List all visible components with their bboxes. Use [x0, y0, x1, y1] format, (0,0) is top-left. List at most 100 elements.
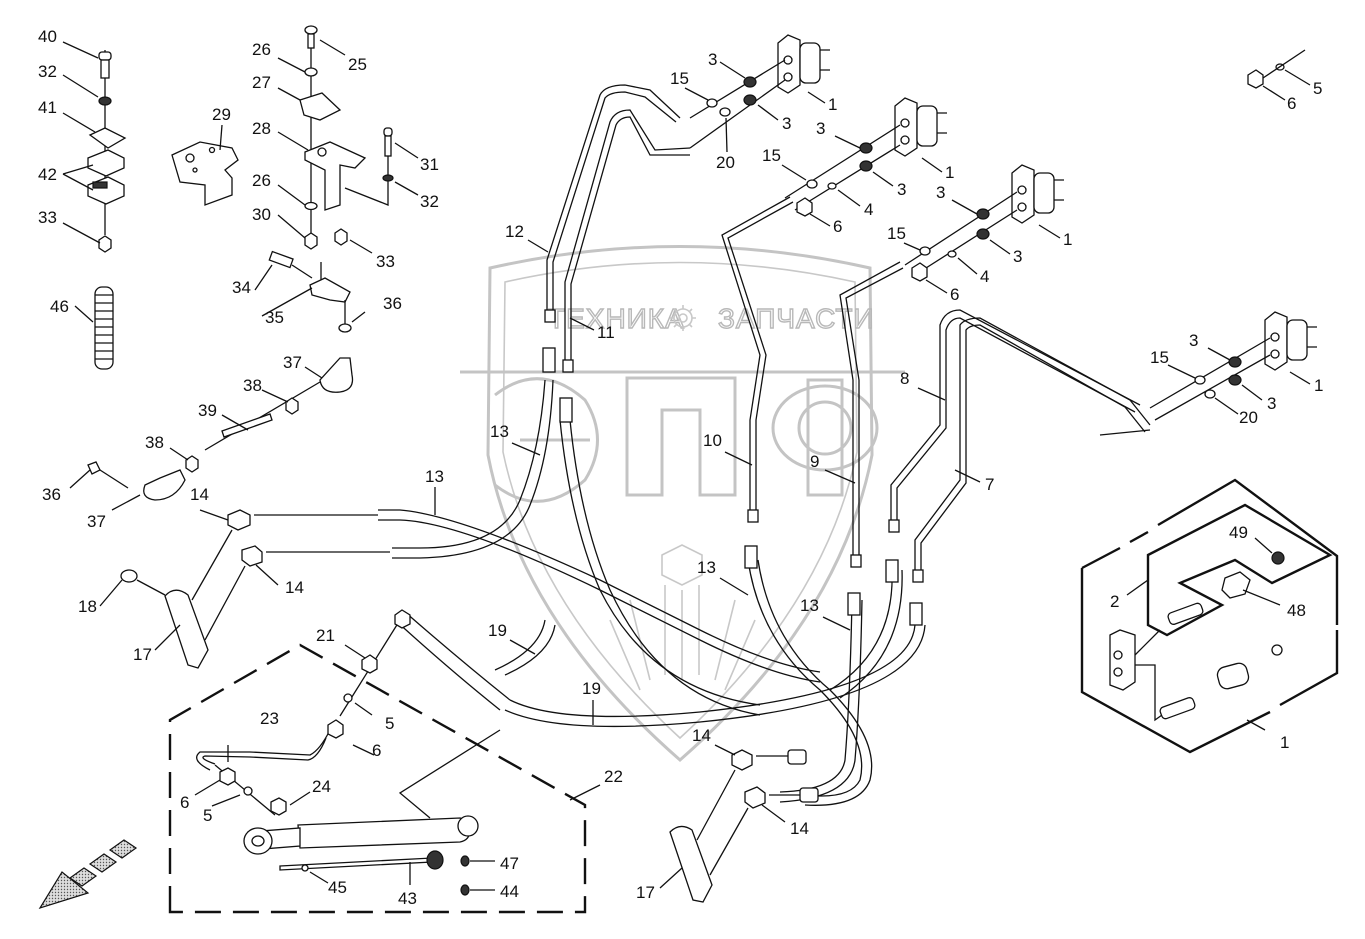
callout-20: 20	[716, 153, 735, 172]
callout-9: 9	[810, 452, 819, 471]
callout-36: 36	[383, 294, 402, 313]
callout-43: 43	[398, 889, 417, 908]
callout-11: 11	[597, 323, 615, 342]
callout-41: 41	[38, 98, 57, 117]
callout-39: 39	[198, 401, 217, 420]
callout-32b: 32	[420, 192, 439, 211]
callout-3b: 3	[782, 114, 791, 133]
callout-3f: 3	[1013, 247, 1022, 266]
callout-47: 47	[500, 854, 519, 873]
callout-3: 3	[708, 50, 717, 69]
callout-7: 7	[985, 475, 994, 494]
callout-20b: 20	[1239, 408, 1258, 427]
callout-48: 48	[1287, 601, 1306, 620]
clamp-assembly	[62, 41, 127, 370]
watermark-text-left: ТЕХНИКА	[548, 303, 685, 334]
valve-blocks	[689, 34, 1317, 421]
callout-6e: 6	[180, 793, 189, 812]
callout-6c: 6	[1287, 94, 1296, 113]
callout-45: 45	[328, 878, 347, 897]
callout-15d: 15	[1150, 348, 1169, 367]
callout-29: 29	[212, 105, 231, 124]
watermark-wheat-icon	[609, 544, 756, 691]
callout-5: 5	[1313, 79, 1322, 98]
callout-40: 40	[38, 27, 57, 46]
callout-1b: 1	[945, 163, 954, 182]
callout-36b: 36	[42, 485, 61, 504]
callout-42: 42	[38, 165, 57, 184]
callout-32: 32	[38, 62, 57, 81]
cylinder-kit-box	[168, 609, 601, 914]
mount-bracket-assembly	[277, 25, 419, 254]
callout-35: 35	[265, 308, 284, 327]
callout-28: 28	[252, 119, 271, 138]
callout-22: 22	[604, 767, 623, 786]
linkage-assembly	[69, 250, 366, 511]
callout-26b: 26	[252, 171, 271, 190]
callout-38b: 38	[145, 433, 164, 452]
callout-21: 21	[316, 626, 335, 645]
callout-34: 34	[232, 278, 251, 297]
callout-17b: 17	[636, 883, 655, 902]
callout-33b: 33	[376, 252, 395, 271]
callout-14c: 14	[692, 726, 711, 745]
watermark-letter-p	[625, 376, 737, 497]
callout-5b: 5	[385, 714, 394, 733]
callout-27: 27	[252, 73, 271, 92]
callout-12: 12	[505, 222, 524, 241]
callout-46: 46	[50, 297, 69, 316]
callout-1c: 1	[1063, 230, 1072, 249]
callout-6: 6	[833, 217, 842, 236]
callout-26: 26	[252, 40, 271, 59]
callout-37b: 37	[87, 512, 106, 531]
callout-17: 17	[133, 645, 152, 664]
callout-10: 10	[703, 431, 722, 450]
callout-14d: 14	[790, 819, 809, 838]
callout-4b: 4	[980, 267, 989, 286]
callout-49: 49	[1229, 523, 1248, 542]
callout-3d: 3	[897, 180, 906, 199]
callout-6d: 6	[372, 741, 381, 760]
callout-3h: 3	[1267, 394, 1276, 413]
callout-14b: 14	[285, 578, 304, 597]
callout-13c: 13	[697, 558, 716, 577]
callout-2: 2	[1110, 592, 1119, 611]
watermark-letter-e	[494, 377, 599, 503]
callout-15b: 15	[762, 146, 781, 165]
left-fittings	[99, 509, 390, 669]
bracket-29	[171, 141, 239, 206]
callout-3e: 3	[936, 183, 945, 202]
callout-1: 1	[828, 95, 837, 114]
callout-3c: 3	[816, 119, 825, 138]
bottom-fittings	[659, 744, 819, 903]
callout-4: 4	[864, 200, 873, 219]
callout-15: 15	[670, 69, 689, 88]
callout-23: 23	[260, 709, 279, 728]
callout-19b: 19	[582, 679, 601, 698]
pipes	[542, 84, 1151, 626]
callout-8: 8	[900, 369, 909, 388]
hoses	[378, 379, 926, 806]
callout-13d: 13	[800, 596, 819, 615]
valve-kit-box	[1080, 478, 1339, 754]
callout-44: 44	[500, 882, 519, 901]
callout-1e: 1	[1280, 733, 1289, 752]
callout-13b: 13	[490, 422, 509, 441]
callout-5c: 5	[203, 806, 212, 825]
callout-37: 37	[283, 353, 302, 372]
callout-13: 13	[425, 467, 444, 486]
watermark-letter-f	[771, 378, 879, 497]
callout-18: 18	[78, 597, 97, 616]
callout-30: 30	[252, 205, 271, 224]
callout-38: 38	[243, 376, 262, 395]
callout-31: 31	[420, 155, 439, 174]
callout-19: 19	[488, 621, 507, 640]
callout-25: 25	[348, 55, 367, 74]
callout-1d: 1	[1314, 376, 1323, 395]
callout-33: 33	[38, 208, 57, 227]
callout-15c: 15	[887, 224, 906, 243]
callout-3g: 3	[1189, 331, 1198, 350]
direction-arrow-icon	[38, 839, 138, 910]
gear-icon	[670, 305, 696, 331]
